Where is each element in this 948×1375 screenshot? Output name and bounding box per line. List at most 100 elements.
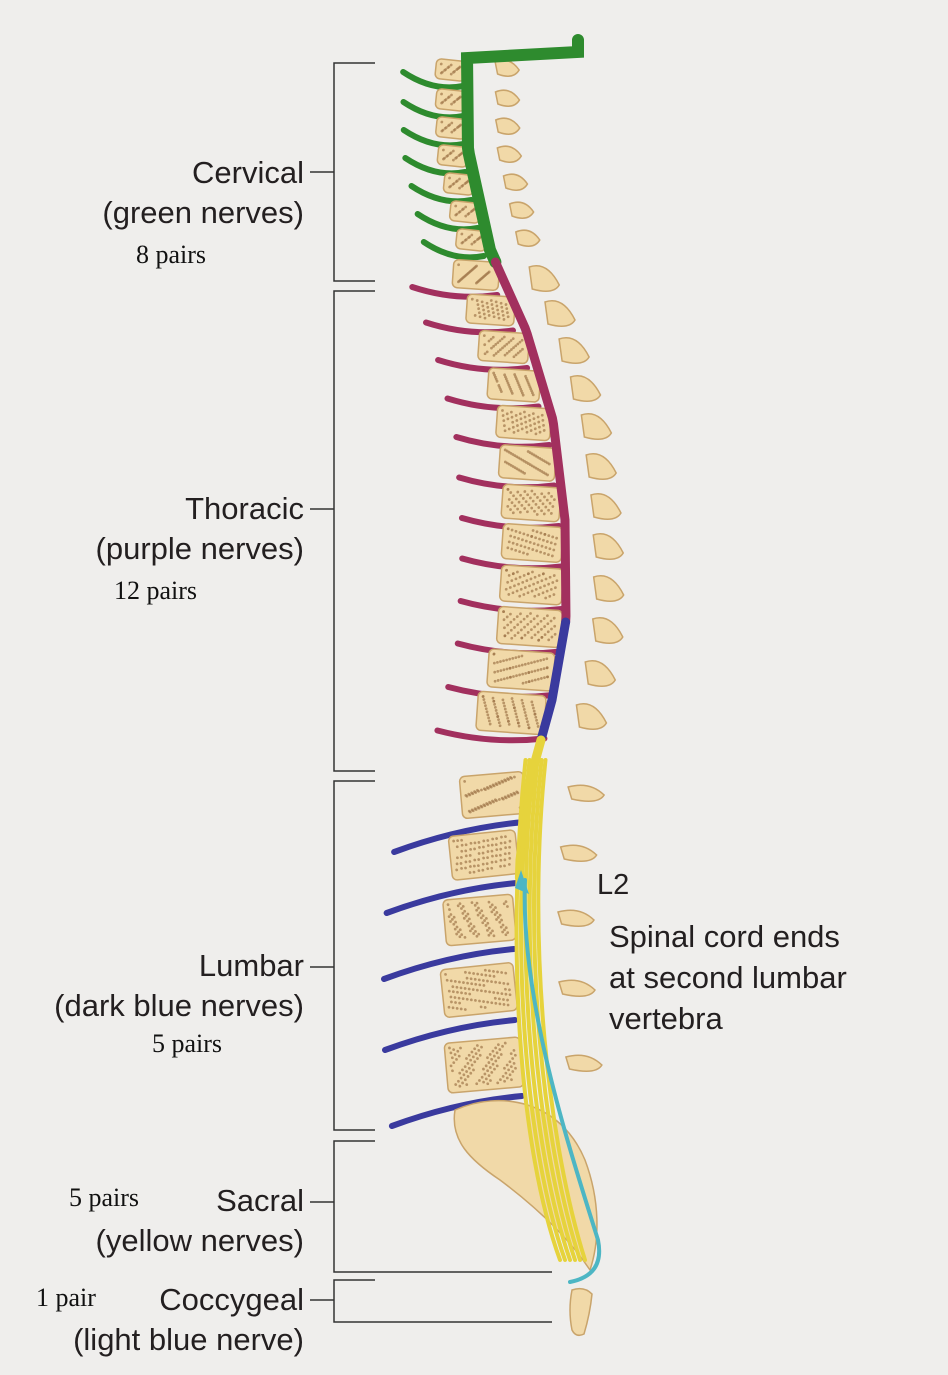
note-line-1: Spinal cord ends [609,919,840,954]
thoracic-spinous-process [544,300,576,327]
thoracic-vertebra [495,605,564,649]
thoracic-vertebra [500,483,562,523]
lumbar-vertebra [442,893,517,947]
thoracic-spinous-process [569,375,602,402]
cervical-cord-segment [460,34,584,268]
thoracic-nerve [435,357,531,373]
lumbar-vertebra [458,770,527,820]
thoracic-vertebra [486,648,556,692]
sacral-nerve-strand [532,758,582,1262]
thoracic-spinous-process [585,453,618,480]
cervical-name: Cervical [192,155,304,190]
sacral-label: Sacral (yellow nerves) [96,1181,304,1261]
coccygeal-pairs: 1 pair [36,1283,96,1312]
thoracic-label: Thoracic (purple nerves) [96,489,304,569]
thoracic-vertebra [475,690,547,736]
thoracic-spinous-process [528,265,561,292]
lumbar-spinous-process [564,1054,603,1072]
l2-marker-icon [515,870,529,894]
lumbar-bracket [310,780,375,1131]
sacral-nerve-strand [536,758,587,1262]
cervical-nerve [400,127,467,149]
cervical-pairs: 8 pairs [136,240,207,269]
lumbar-spinous-process [559,844,598,862]
cervical-vertebra [448,200,482,224]
sacral-pairs: 5 pairs [69,1183,140,1212]
note-line-3: vertebra [609,1001,723,1036]
thoracic-spinous-process [575,703,608,730]
lumbar-nerve [383,880,520,916]
lumbar-nerve [381,946,517,982]
coccygeal-nerve [522,878,602,1284]
lumbar-vertebra [443,1036,525,1094]
cervical-nerve [402,155,469,177]
cervical-vertebra [455,228,488,252]
lumbar-name: Lumbar [198,948,304,983]
thoracic-spinous-process [580,413,613,440]
thoracic-vertebra [477,329,530,365]
spinal-cord-end-note: Spinal cord ends at second lumbar verteb… [609,916,847,1039]
coccygeal-name: Coccygeal [159,1282,304,1317]
vertebral-bodies [434,58,598,1337]
thoracic-vertebra [495,404,553,442]
cervical-spinous-process [502,173,529,191]
sacral-name: Sacral [216,1183,304,1218]
cervical-nerve [400,69,467,91]
thoracic-vertebra [500,523,564,563]
thoracic-desc: (purple nerves) [95,531,304,566]
lumbar-spinous-process [557,909,595,927]
lumbar-spinous-process [567,784,606,802]
cervical-vertebra [442,172,476,196]
thoracic-spinous-process [592,575,625,602]
thoracic-vertebra [486,367,542,403]
cervical-spinous-process [494,117,521,135]
thoracic-spinous-process [584,660,617,687]
lumbar-nerve [391,819,528,855]
cervical-nerve [408,183,475,205]
sacral-nerve-strand [518,758,567,1262]
coccyx [569,1287,593,1337]
cauda-equina [514,758,602,1284]
thoracic-spinous-process [558,337,590,364]
cervical-nerve [420,239,487,261]
sacral-nerve-strand [514,758,562,1262]
lumbar-vertebra [447,829,520,881]
cervical-desc: (green nerves) [102,195,304,230]
cervical-spinous-process [508,201,535,219]
lumbar-label: Lumbar (dark blue nerves) [54,946,304,1026]
region-brackets [310,62,552,1323]
lumbar-nerve [388,1093,525,1129]
cervical-vertebra [434,88,468,112]
coccygeal-desc: (light blue nerve) [73,1322,304,1357]
cervical-spinous-process [494,89,521,107]
sacral-desc: (yellow nerves) [95,1223,304,1258]
thoracic-bracket [310,290,375,772]
thoracic-name: Thoracic [185,491,304,526]
thoracic-cord-segment [490,257,571,627]
cervical-spinous-process [494,59,521,77]
cervical-nerve [400,99,467,121]
coccygeal-bracket [310,1279,552,1323]
lumbar-desc: (dark blue nerves) [54,988,304,1023]
lumbar-nerve [382,1017,518,1053]
thoracic-spinous-process [592,533,625,560]
note-line-2: at second lumbar [609,960,847,995]
lumbar-spinous-process [558,979,596,997]
thoracic-vertebra [497,444,557,482]
l2-label: L2 [597,869,630,901]
spinous-processes [494,59,625,1072]
thoracic-vertebra [498,564,565,606]
coccygeal-label: Coccygeal (light blue nerve) [73,1280,304,1360]
cervical-spinous-process [496,145,523,163]
cervical-bracket [310,62,375,282]
cervical-nerve [414,211,481,233]
cervical-vertebra [435,116,468,140]
cervical-label: Cervical (green nerves) [102,153,304,233]
lumbar-pairs: 5 pairs [152,1029,223,1058]
thoracic-nerve [434,727,548,744]
thoracic-pairs: 12 pairs [114,576,198,605]
cervical-spinous-process [514,229,541,247]
thoracic-vertebra [465,293,516,327]
sacral-bracket [310,1140,552,1273]
